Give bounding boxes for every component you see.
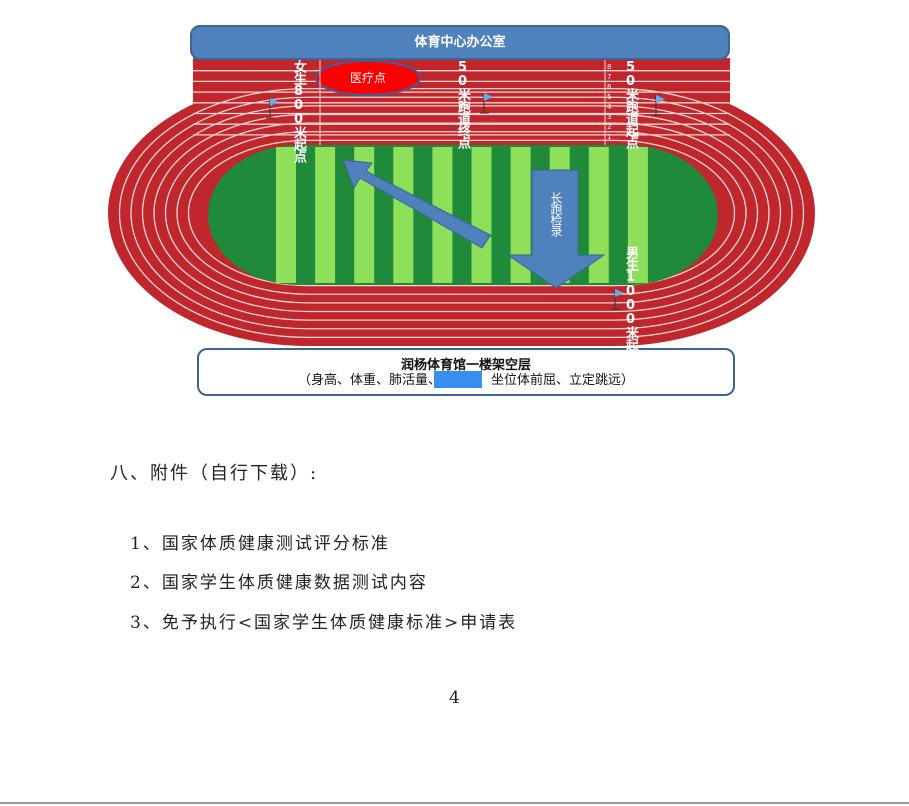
page-bottom-border bbox=[0, 802, 909, 804]
medical-point bbox=[315, 60, 421, 96]
lane-line bbox=[141, 105, 782, 321]
track-diagram: 医疗点 bbox=[108, 58, 815, 388]
lane-number: 3 bbox=[607, 113, 612, 121]
gym-items-left: （身高、体重、肺活量、 bbox=[297, 373, 441, 388]
boys-1000m-start-label: 男生1000米起点 bbox=[623, 246, 638, 362]
grass-stripe bbox=[588, 147, 609, 283]
flag-icon bbox=[480, 93, 493, 114]
flag-icon bbox=[652, 95, 665, 116]
lane-number: 1 bbox=[607, 133, 612, 141]
grass-stripe bbox=[471, 147, 492, 283]
lane-line bbox=[153, 113, 770, 313]
grass-stripe bbox=[276, 147, 296, 283]
lane-number: 8 bbox=[607, 63, 612, 71]
flag-icon bbox=[266, 98, 279, 119]
diagonal-arrow bbox=[342, 159, 493, 249]
redacted-highlight bbox=[434, 371, 482, 388]
medical-point-label: 医疗点 bbox=[350, 71, 386, 85]
lane-line bbox=[130, 96, 793, 330]
lane-line bbox=[176, 131, 747, 295]
field bbox=[208, 145, 718, 285]
attachment-item[interactable]: 2、国家学生体质健康数据测试内容 bbox=[130, 573, 428, 593]
attachment-item[interactable]: 1、国家体质健康测试评分标准 bbox=[130, 534, 390, 554]
page-number: 4 bbox=[449, 688, 462, 708]
sports-center-office-box: 体育中心办公室 bbox=[190, 25, 730, 60]
sports-center-office-label: 体育中心办公室 bbox=[414, 35, 506, 50]
lane-line bbox=[164, 122, 759, 304]
gym-box: 润杨体育馆一楼架空层 （身高、体重、肺活量、 坐位体前屈、立定跳远） bbox=[197, 348, 735, 396]
lane-number: 7 bbox=[607, 73, 612, 81]
girls-800m-start-label: 女生800米起点 bbox=[291, 60, 306, 162]
lane-number: 5 bbox=[607, 93, 612, 101]
lane-line bbox=[118, 87, 805, 339]
grass-stripe bbox=[393, 147, 414, 283]
grass-stripe bbox=[315, 147, 336, 283]
grass-stripe bbox=[627, 147, 648, 283]
lane-numbers: 1 2 3 4 5 6 7 8 bbox=[607, 62, 616, 142]
lane-number: 4 bbox=[607, 103, 612, 111]
checkin-label: 长跑检录 bbox=[549, 192, 563, 236]
grass-stripe bbox=[510, 147, 531, 283]
lane-number: 2 bbox=[607, 123, 612, 131]
start-50m-label: 50米跑道起点 bbox=[623, 60, 638, 148]
gym-items-right: 坐位体前屈、立定跳远） bbox=[491, 373, 635, 388]
finish-50m-label: 50米跑道终点 bbox=[455, 60, 470, 148]
lane-line bbox=[187, 139, 736, 287]
flag-icon bbox=[611, 289, 624, 310]
attachment-item[interactable]: 3、免予执行<国家学生体质健康标准>申请表 bbox=[130, 613, 518, 633]
gym-title: 润杨体育馆一楼架空层 bbox=[400, 358, 531, 373]
down-arrow bbox=[506, 169, 606, 289]
lane-number: 6 bbox=[607, 83, 612, 91]
attachments-heading: 八、附件（自行下载）: bbox=[110, 463, 319, 484]
